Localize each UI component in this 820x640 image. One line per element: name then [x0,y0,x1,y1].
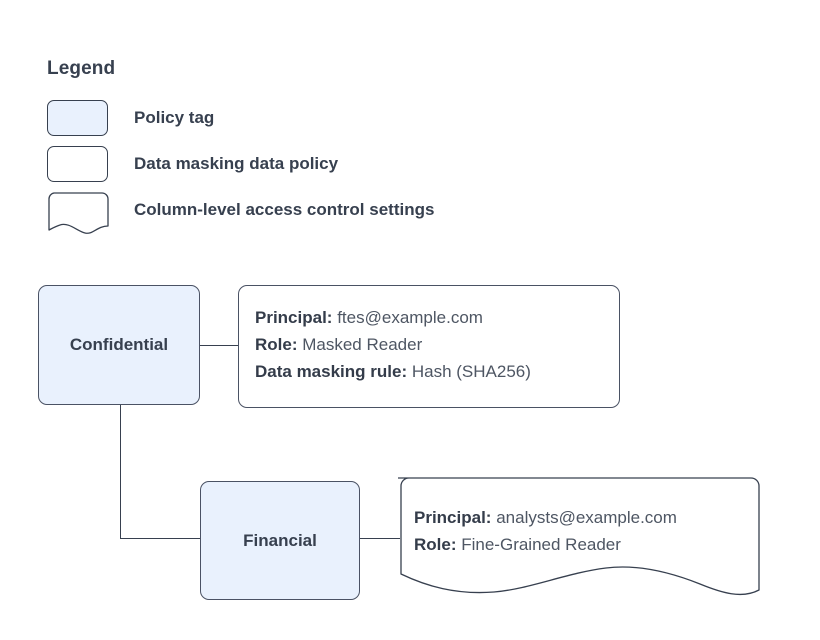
legend-item-label: Policy tag [134,108,215,127]
connector-financial-to-access [360,538,400,540]
detail-line-role: Role: Masked Reader [255,331,603,358]
detail-key: Role: [414,535,457,554]
detail-key: Data masking rule: [255,362,408,381]
detail-value: Masked Reader [302,335,423,354]
detail-line-principal: Principal: ftes@example.com [255,304,603,331]
wavy-bottom-shape-icon [398,477,760,596]
detail-key: Role: [255,335,298,354]
detail-line-principal: Principal: analysts@example.com [414,504,776,531]
detail-value: Hash (SHA256) [411,362,531,381]
detail-text-group: Principal: analysts@example.com Role: Fi… [414,504,776,558]
detail-box-confidential-policy[interactable]: Principal: ftes@example.com Role: Masked… [238,285,620,408]
node-label: Financial [243,530,317,550]
detail-line-masking-rule: Data masking rule: Hash (SHA256) [255,358,603,385]
legend-item-label: Data masking data policy [134,154,339,173]
detail-value: ftes@example.com [337,308,483,327]
detail-key: Principal: [414,508,492,527]
connector-confidential-down [120,405,122,539]
node-label: Confidential [69,335,169,354]
detail-value: Fine-Grained Reader [461,535,621,554]
detail-key: Principal: [255,308,333,327]
legend-title: Legend [47,58,116,79]
policy-tag-swatch-icon [47,100,108,136]
detail-box-financial-access[interactable]: Principal: analysts@example.com Role: Fi… [398,476,790,604]
legend-item-label: Column-level access control settings [134,200,435,219]
column-access-settings-swatch-icon [47,192,109,234]
detail-value: analysts@example.com [496,508,677,527]
detail-line-role: Role: Fine-Grained Reader [414,531,776,558]
data-masking-policy-swatch-icon [47,146,108,182]
connector-confidential-to-policy [200,345,238,347]
node-confidential[interactable]: Confidential [38,285,200,405]
connector-to-financial [120,538,200,540]
node-financial[interactable]: Financial [200,481,360,600]
